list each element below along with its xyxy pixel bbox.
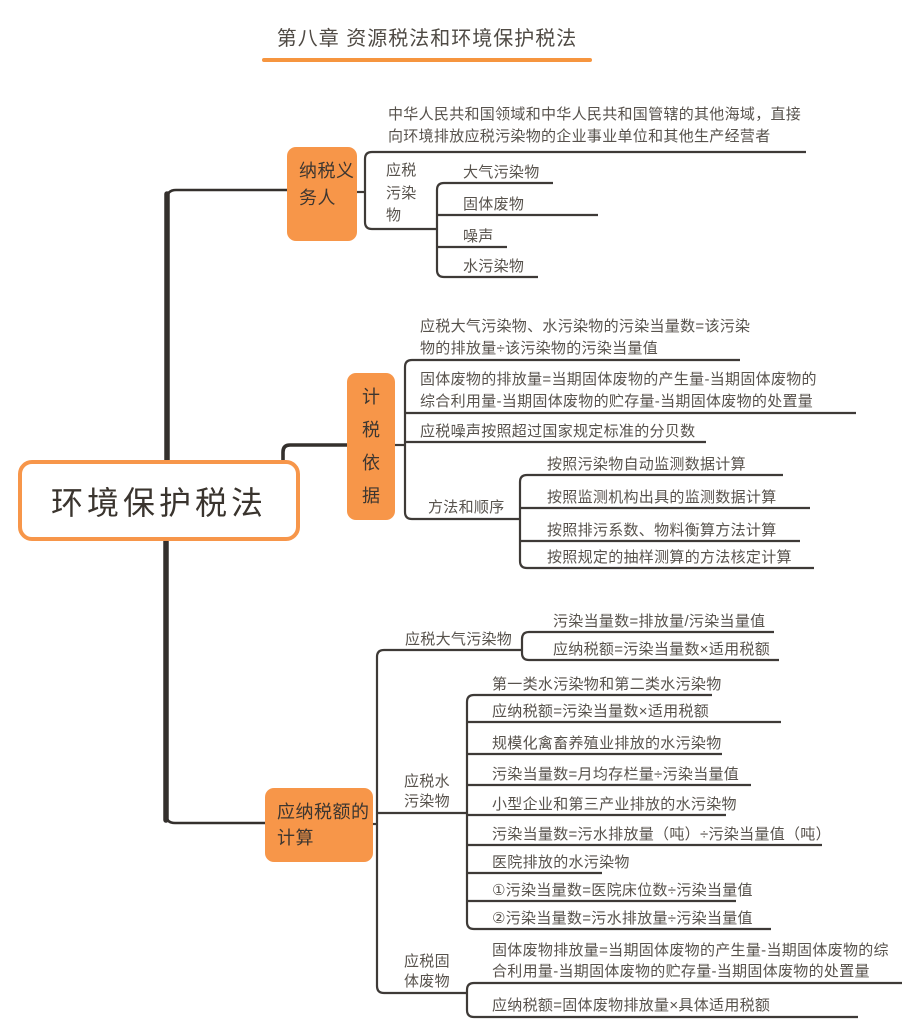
branch-taxpayer[interactable]: 纳税义务人 <box>287 147 357 241</box>
bracket-pollutants <box>435 181 553 279</box>
branch-tax-basis[interactable]: 计税依据 <box>347 373 395 520</box>
bracket-methods <box>518 473 814 570</box>
bracket-water <box>465 693 771 931</box>
topic-water-item-2[interactable]: 应纳税额=污染当量数×适用税额 <box>492 703 710 720</box>
branch-connectors <box>357 150 902 1019</box>
topic-water-item-6[interactable]: 污染当量数=污水排放量（吨）÷污染当量值（吨） <box>492 826 831 843</box>
topic-taxable-air[interactable]: 应税大气污染物 <box>405 631 513 648</box>
topic-basis-rule-1[interactable]: 应税大气污染物、水污染物的污染当量数=该污染物的排放量÷该污染物的污染当量值 <box>420 318 751 357</box>
topic-water-item-7[interactable]: 医院排放的水污染物 <box>492 854 630 871</box>
topic-methods-order[interactable]: 方法和顺序 <box>428 499 505 516</box>
topic-taxable-pollutants[interactable]: 应税污染物 <box>386 162 417 224</box>
topic-water-pollutant[interactable]: 水污染物 <box>463 258 525 275</box>
topic-water-item-3[interactable]: 规模化禽畜养殖业排放的水污染物 <box>492 735 722 752</box>
topic-water-item-9[interactable]: ②污染当量数=污水排放量÷污染当量值 <box>492 910 753 927</box>
topic-solid-formula-1[interactable]: 固体废物排放量=当期固体废物的产生量-当期固体废物的综合利用量-当期固体废物的贮… <box>492 942 889 980</box>
topic-solid-waste[interactable]: 固体废物 <box>463 196 525 213</box>
bracket-air <box>520 630 779 662</box>
topic-method-2[interactable]: 按照监测机构出具的监测数据计算 <box>547 489 777 506</box>
topic-air-pollutant[interactable]: 大气污染物 <box>463 164 540 181</box>
page-title: 第八章 资源税法和环境保护税法 <box>276 28 578 50</box>
root-topic[interactable]: 环境保护税法 <box>18 460 300 541</box>
bracket-tax-basis <box>403 358 740 521</box>
topic-method-1[interactable]: 按照污染物自动监测数据计算 <box>547 456 746 473</box>
topic-method-4[interactable]: 按照规定的抽样测算的方法核定计算 <box>547 549 792 566</box>
trunk-connectors <box>163 188 348 825</box>
title-underline <box>262 58 592 62</box>
topic-air-formula-1[interactable]: 污染当量数=排放量/污染当量值 <box>553 613 766 630</box>
topic-taxable-water[interactable]: 应税水污染物 <box>404 773 450 810</box>
topic-solid-formula-2[interactable]: 应纳税额=固体废物排放量×具体适用税额 <box>492 997 771 1014</box>
topic-noise[interactable]: 噪声 <box>463 228 494 245</box>
topic-water-item-8[interactable]: ①污染当量数=医院床位数÷污染当量值 <box>492 882 753 899</box>
topic-water-item-5[interactable]: 小型企业和第三产业排放的水污染物 <box>492 796 737 813</box>
topic-basis-rule-2[interactable]: 固体废物的排放量=当期固体废物的产生量-当期固体废物的综合利用量-当期固体废物的… <box>420 371 817 410</box>
bracket-taxpayer <box>363 150 806 231</box>
topic-taxable-solid[interactable]: 应税固体废物 <box>404 953 450 990</box>
topic-water-item-4[interactable]: 污染当量数=月均存栏量÷污染当量值 <box>492 766 740 783</box>
trunk-bottom-arm <box>164 813 266 825</box>
topic-basis-rule-3[interactable]: 应税噪声按照超过国家规定标准的分贝数 <box>420 423 696 440</box>
branch-tax-payable-calc[interactable]: 应纳税额的计算 <box>265 788 373 862</box>
bracket-solid <box>465 981 902 1019</box>
trunk-mid-arm <box>281 443 348 461</box>
topic-water-item-1[interactable]: 第一类水污染物和第二类水污染物 <box>492 676 722 693</box>
topic-method-3[interactable]: 按照排污系数、物料衡算方法计算 <box>547 522 777 539</box>
trunk-top-arm <box>165 188 288 200</box>
topic-air-formula-2[interactable]: 应纳税额=污染当量数×适用税额 <box>553 641 771 658</box>
topic-taxpayer-scope[interactable]: 中华人民共和国领域和中华人民共和国管辖的其他海域，直接向环境排放应税污染物的企业… <box>388 106 802 145</box>
bracket-calc <box>375 648 522 995</box>
